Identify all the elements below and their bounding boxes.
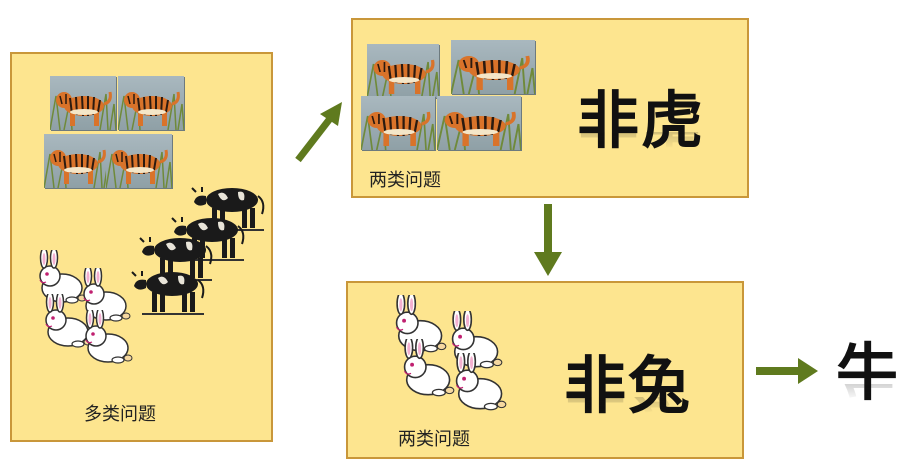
- multi-class-panel: 多类问题: [10, 52, 273, 442]
- not-tiger-panel: 非虎 非虎 两类问题: [351, 18, 749, 198]
- multi-class-caption: 多类问题: [84, 404, 156, 425]
- cow-icon: [136, 228, 216, 284]
- tiger-icon: [106, 134, 172, 188]
- rabbit-icon: [448, 353, 508, 413]
- tiger-icon: [367, 44, 439, 98]
- rabbit-icon: [396, 339, 456, 399]
- cow-icon: [128, 262, 208, 318]
- result-label: 牛: [836, 336, 901, 409]
- not-rabbit-caption: 两类问题: [398, 429, 470, 450]
- not-tiger-caption: 两类问题: [369, 170, 441, 191]
- rabbit-icon: [78, 310, 134, 366]
- not-rabbit-title: 非兔: [564, 349, 693, 422]
- tiger-icon: [50, 76, 116, 130]
- arrow-icon: [756, 358, 818, 384]
- tiger-icon: [44, 134, 110, 188]
- tiger-icon: [118, 76, 184, 130]
- tiger-icon: [437, 96, 521, 150]
- arrow-icon: [295, 102, 342, 163]
- cow-icon: [188, 178, 268, 234]
- not-rabbit-panel: 非兔 非兔 两类问题: [346, 281, 744, 459]
- rabbit-icon: [444, 311, 504, 371]
- not-tiger-title: 非虎: [577, 84, 706, 157]
- tiger-icon: [451, 40, 535, 94]
- tiger-icon: [361, 96, 435, 150]
- arrow-icon: [534, 204, 562, 276]
- rabbit-icon: [76, 268, 132, 324]
- rabbit-icon: [38, 294, 94, 350]
